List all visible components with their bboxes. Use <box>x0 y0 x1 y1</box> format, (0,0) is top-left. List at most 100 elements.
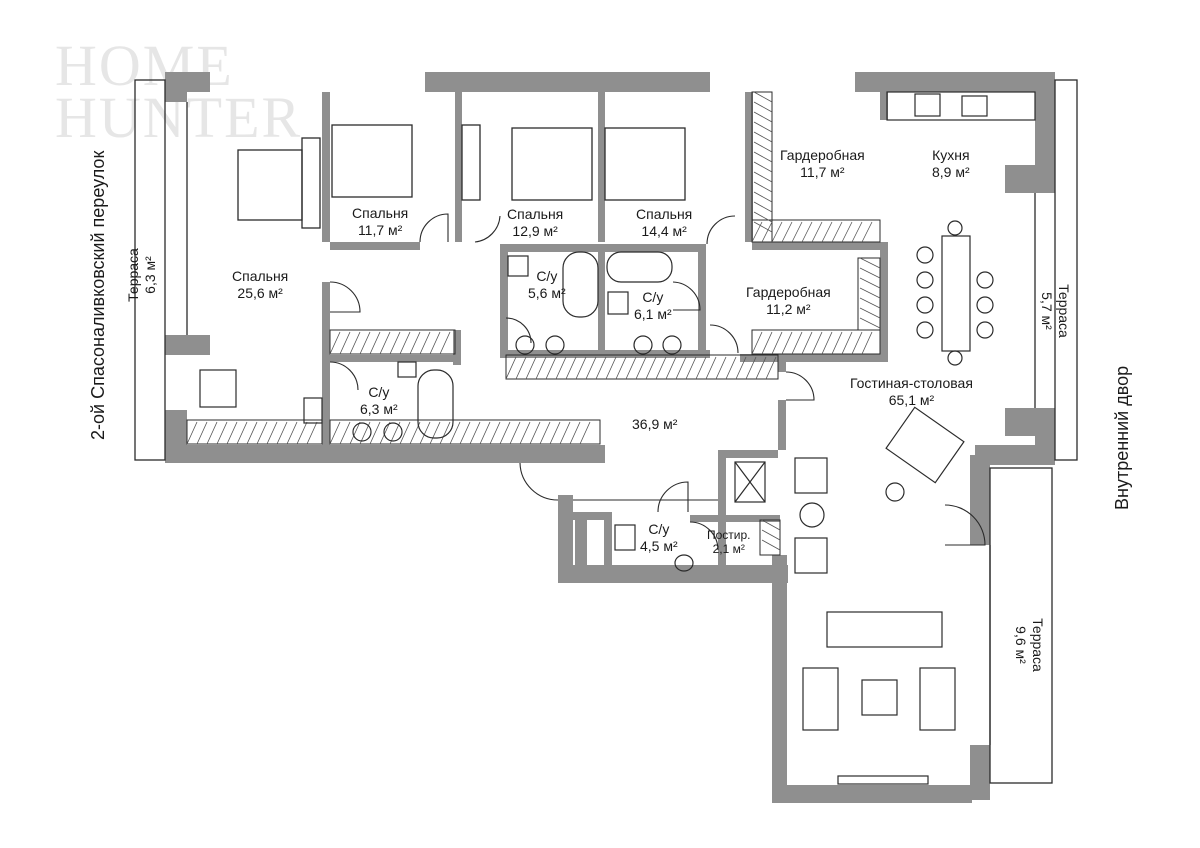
hatch-line <box>761 539 781 551</box>
hatch-line <box>359 331 371 355</box>
hatch-line <box>753 181 773 193</box>
hatch-line <box>379 331 391 355</box>
hatch-line <box>579 421 591 445</box>
hatch-line <box>429 421 441 445</box>
hatch-line <box>276 421 288 445</box>
hatch-line <box>841 331 853 355</box>
hatch-line <box>745 356 757 380</box>
hatch-line <box>595 356 607 380</box>
hatch-line <box>753 121 773 133</box>
hatch-line <box>535 356 547 380</box>
hatch-line <box>539 421 551 445</box>
hatch-line <box>369 421 381 445</box>
hatch-line <box>705 356 717 380</box>
hatch-line <box>419 421 431 445</box>
hatch-line <box>399 421 411 445</box>
closet-hatching <box>186 91 881 556</box>
hatch-line <box>206 421 218 445</box>
hatch-line <box>655 356 667 380</box>
hatch-line <box>509 421 521 445</box>
hatch-line <box>771 221 783 243</box>
hatch-line <box>545 356 557 380</box>
hatch-line <box>349 331 361 355</box>
hatch-line <box>801 221 813 243</box>
hatch-line <box>369 331 381 355</box>
hatch-lines <box>186 91 881 551</box>
hatch-line <box>753 211 773 223</box>
hatch-line <box>449 421 461 445</box>
hatch-line <box>725 356 737 380</box>
hatch-line <box>859 267 881 279</box>
hatch-line <box>349 421 361 445</box>
hatch-line <box>549 421 561 445</box>
hatch-line <box>625 356 637 380</box>
interior-walls <box>322 90 888 570</box>
hatch-line <box>389 331 401 355</box>
hatch-line <box>801 331 813 355</box>
hatch-line <box>296 421 308 445</box>
hatch-line <box>753 171 773 183</box>
hatch-line <box>771 331 783 355</box>
hatch-line <box>339 331 351 355</box>
hatch-line <box>753 221 773 233</box>
hatch-line <box>859 297 881 309</box>
hatch-line <box>559 421 571 445</box>
hatch-line <box>859 257 881 269</box>
hatch-line <box>841 221 853 243</box>
hatch-line <box>479 421 491 445</box>
hatch-line <box>675 356 687 380</box>
hatch-line <box>765 356 777 380</box>
hatch-line <box>859 317 881 329</box>
hatch-line <box>851 331 863 355</box>
hatch-line <box>761 529 781 541</box>
hatch-line <box>505 356 517 380</box>
hatch-line <box>811 221 823 243</box>
hatch-line <box>459 421 471 445</box>
hatch-line <box>605 356 617 380</box>
street-label-right: Внутренний двор <box>1112 365 1132 510</box>
hatch-line <box>575 356 587 380</box>
hatch-line <box>519 421 531 445</box>
hatch-line <box>515 356 527 380</box>
hatch-line <box>859 287 881 299</box>
hatch-line <box>236 421 248 445</box>
hatch-line <box>831 331 843 355</box>
hatch-line <box>469 421 481 445</box>
terraces <box>134 79 1078 784</box>
hatch-line <box>859 277 881 289</box>
bath-fixtures <box>352 251 766 572</box>
hatch-line <box>753 141 773 153</box>
hatch-line <box>791 331 803 355</box>
hatch-line <box>379 421 391 445</box>
hatch-line <box>329 331 341 355</box>
hatch-line <box>525 356 537 380</box>
hatch-line <box>246 421 258 445</box>
hatch-line <box>831 221 843 243</box>
hatch-line <box>753 111 773 123</box>
hatch-line <box>439 421 451 445</box>
hatch-line <box>695 356 707 380</box>
hatch-line <box>851 221 863 243</box>
hatch-line <box>429 331 441 355</box>
room-hall: 36,9 м² <box>632 416 678 432</box>
hatch-line <box>753 91 773 103</box>
hatch-line <box>821 221 833 243</box>
hatch-line <box>339 421 351 445</box>
hatch-line <box>419 331 431 355</box>
hatch-line <box>753 131 773 143</box>
hatch-line <box>753 191 773 203</box>
exterior-walls <box>165 72 1055 803</box>
hatch-line <box>286 421 298 445</box>
room-laundry: Постир.2,1 м² <box>707 528 751 556</box>
